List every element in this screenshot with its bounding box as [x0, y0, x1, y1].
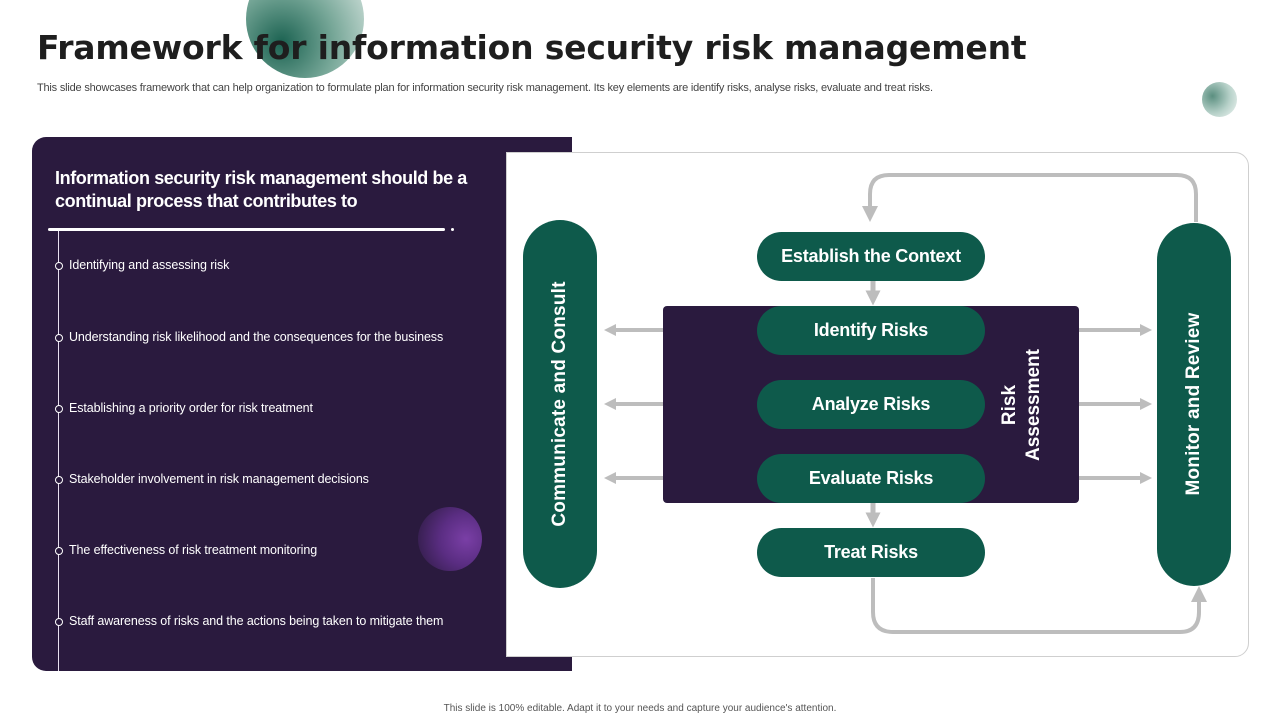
bullet-dot — [55, 334, 63, 342]
bullet-dot — [55, 262, 63, 270]
list-item: Staff awareness of risks and the actions… — [55, 614, 555, 630]
bullet-dot — [55, 547, 63, 555]
list-item: Understanding risk likelihood and the co… — [55, 330, 555, 346]
list-item: Establishing a priority order for risk t… — [55, 401, 555, 417]
monitor-review-label: Monitor and Review — [1183, 312, 1204, 496]
list-item-text: The effectiveness of risk treatment moni… — [69, 543, 318, 557]
bullet-dot — [55, 618, 63, 626]
decorative-circle-right — [1202, 82, 1237, 117]
bullet-dot — [55, 476, 63, 484]
footer-note: This slide is 100% editable. Adapt it to… — [443, 703, 837, 714]
left-panel-heading: Information security risk management sho… — [55, 168, 467, 211]
step-treat-risks: Treat Risks — [757, 528, 985, 577]
risk-assessment-line2: Assessment — [1023, 349, 1044, 461]
monitor-review-pill — [1157, 223, 1231, 586]
list-item: Stakeholder involvement in risk manageme… — [55, 472, 555, 488]
page-title: Framework for information security risk … — [37, 28, 1027, 67]
list-item-text: Establishing a priority order for risk t… — [69, 401, 313, 415]
left-panel — [32, 137, 572, 671]
communicate-consult-pill — [523, 220, 597, 588]
communicate-consult-label: Communicate and Consult — [549, 281, 570, 527]
decorative-purple-orb — [418, 507, 482, 571]
heading-underline-dot — [451, 228, 454, 231]
risk-assessment-label: Risk Assessment — [998, 349, 1046, 461]
step-identify-risks: Identify Risks — [757, 306, 985, 355]
timeline-line — [58, 231, 59, 671]
step-analyze-risks: Analyze Risks — [757, 380, 985, 429]
list-item-text: Staff awareness of risks and the actions… — [69, 614, 444, 628]
list-item: The effectiveness of risk treatment moni… — [55, 543, 555, 559]
list-item-text: Understanding risk likelihood and the co… — [69, 330, 444, 344]
step-establish-context: Establish the Context — [757, 232, 985, 281]
bullet-dot — [55, 405, 63, 413]
list-item: Identifying and assessing risk — [55, 258, 555, 274]
page-subtitle: This slide showcases framework that can … — [37, 82, 933, 94]
list-item-text: Stakeholder involvement in risk manageme… — [69, 472, 369, 486]
step-evaluate-risks: Evaluate Risks — [757, 454, 985, 503]
risk-assessment-line1: Risk — [999, 384, 1020, 426]
heading-underline — [48, 228, 445, 231]
list-item-text: Identifying and assessing risk — [69, 258, 230, 272]
